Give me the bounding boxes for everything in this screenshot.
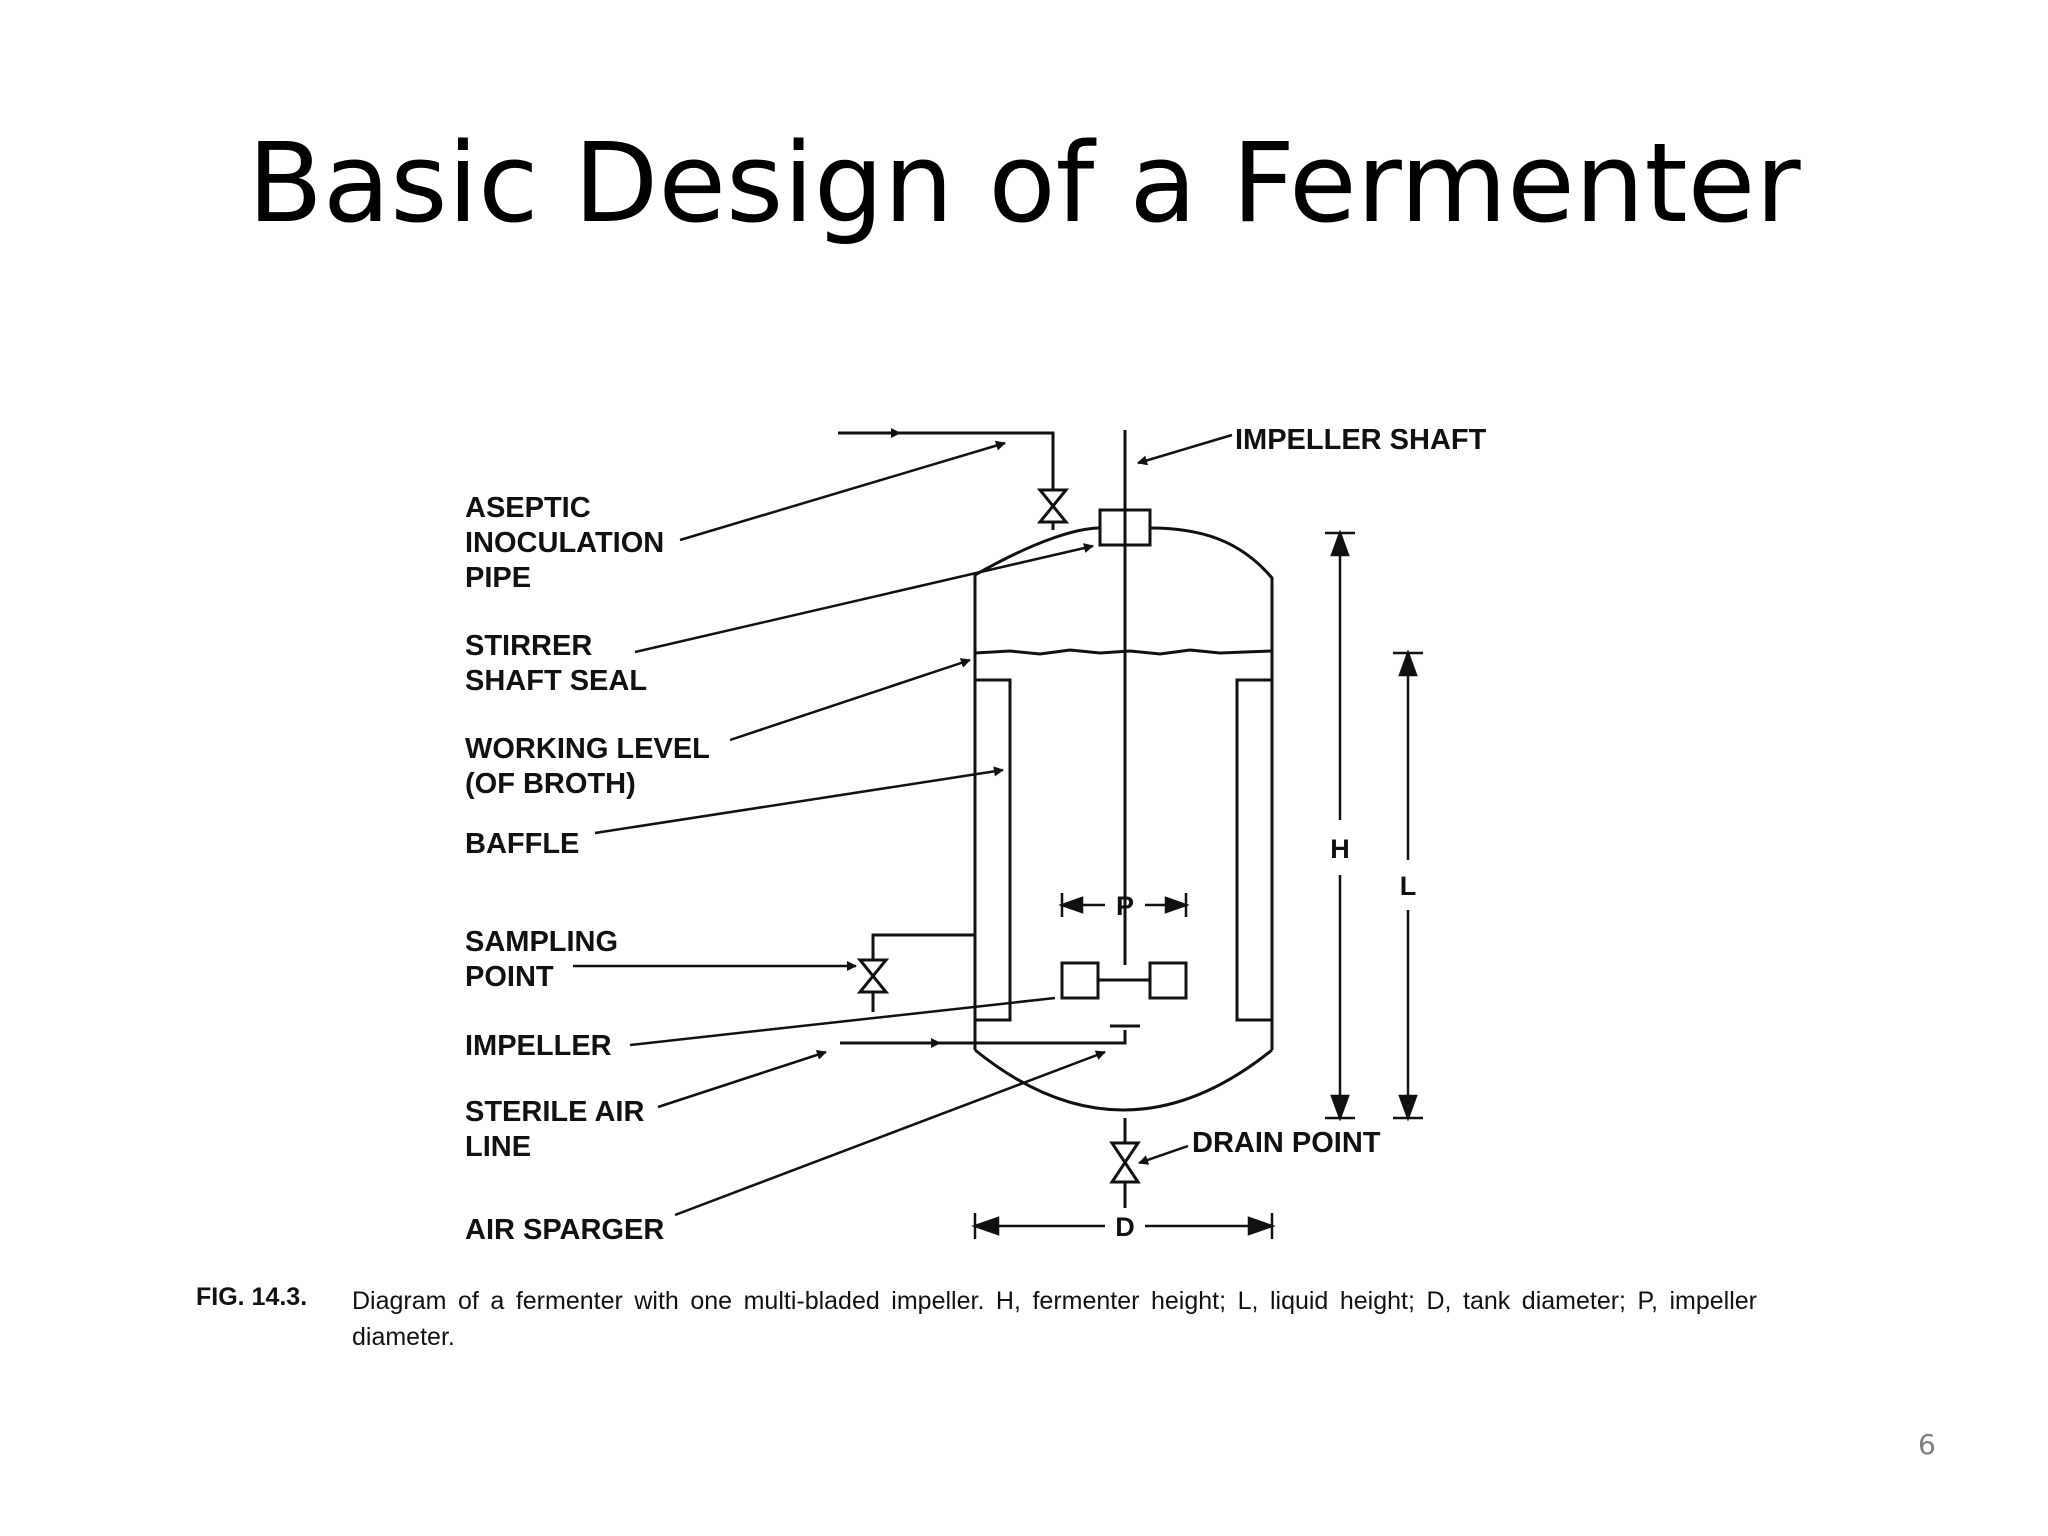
impeller: [1060, 961, 1188, 1000]
label-air-sparger: AIR SPARGER: [465, 1214, 664, 1246]
label-stirrer-line2: SHAFT SEAL: [465, 665, 647, 697]
label-aseptic-line3: PIPE: [465, 562, 531, 594]
dimension-d: D: [1115, 1212, 1135, 1242]
height-dimension-lines: [1325, 529, 1355, 1122]
sterile-air-line: [840, 1024, 1140, 1048]
label-aseptic-line2: INOCULATION: [465, 527, 664, 559]
left-baffle: [973, 678, 1012, 1022]
slide-title: Basic Design of a Fermenter: [247, 119, 1801, 247]
inoculation-pipe: [838, 428, 1055, 490]
label-stirrer-line1: STIRRER: [465, 630, 592, 662]
label-impeller: IMPELLER: [465, 1030, 612, 1062]
label-working-line2: (OF BROTH): [465, 768, 636, 800]
label-baffle: BAFFLE: [465, 828, 579, 860]
right-baffle: [1235, 678, 1274, 1022]
figure-caption-text: Diagram of a fermenter with one multi-bl…: [352, 1287, 1757, 1351]
sampling-pipe: [871, 933, 975, 1012]
dimension-h: H: [1330, 834, 1350, 864]
figure-caption-label: FIG. 14.3.: [196, 1283, 308, 1311]
label-drain-point: DRAIN POINT: [1192, 1127, 1381, 1159]
dimension-p: P: [1116, 891, 1134, 921]
liquid-height-dimension-lines: [1393, 649, 1423, 1122]
leader-lines: [573, 433, 1233, 1217]
inoculation-valve-icon: [1036, 488, 1070, 524]
label-impeller-shaft: IMPELLER SHAFT: [1235, 424, 1487, 456]
label-sampling-line2: POINT: [465, 961, 554, 993]
sampling-valve-icon: [856, 958, 890, 994]
dimension-l: L: [1400, 871, 1417, 901]
page-number: 6: [1918, 1428, 1936, 1461]
drain-valve-icon: [1109, 1141, 1141, 1184]
label-aseptic-line1: ASEPTIC: [465, 492, 591, 524]
label-working-line1: WORKING LEVEL: [465, 733, 710, 765]
tank-diameter-dimension-lines: [971, 1213, 1276, 1239]
impeller-diameter-dimension-lines: [1058, 893, 1190, 917]
broth-working-level: [974, 648, 1273, 656]
label-sampling-line1: SAMPLING: [465, 926, 618, 958]
label-sterile-line1: STERILE AIR: [465, 1096, 644, 1128]
label-sterile-line2: LINE: [465, 1131, 531, 1163]
